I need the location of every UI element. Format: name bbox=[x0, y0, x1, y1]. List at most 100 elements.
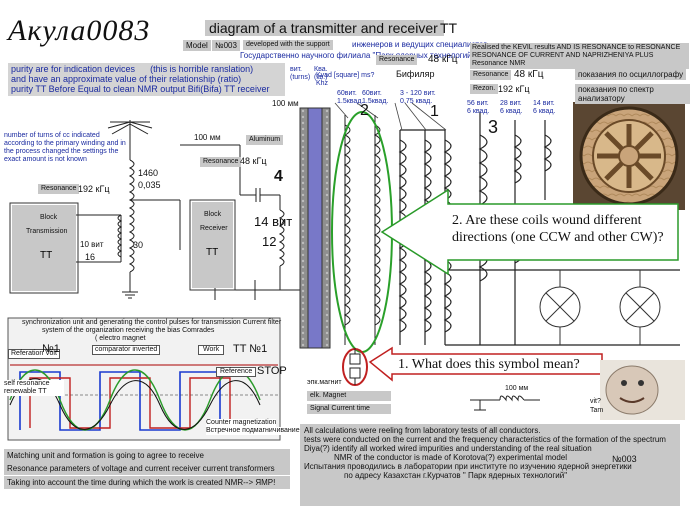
br-line4: NMR of the conductor is made of Korotova… bbox=[334, 453, 567, 462]
turns-sub1: 60вит. 1.5квад. bbox=[337, 90, 364, 105]
callout-question-1: 1. What does this symbol mean? bbox=[398, 357, 580, 372]
note3-nmr: NMR--> bbox=[224, 478, 254, 487]
receiver-label: Receiver bbox=[200, 225, 228, 232]
ref-volt-label: Referation Volt bbox=[8, 349, 60, 359]
pointer-lines bbox=[334, 102, 447, 131]
coil-b-label: 28 вит. 6 квад. bbox=[500, 100, 523, 115]
bifilar-label: Бифиляр bbox=[396, 69, 435, 79]
model-number-bottom: №003 bbox=[612, 454, 637, 464]
reference-label: Reference bbox=[216, 367, 257, 377]
sync-line3: ( electro magnet bbox=[95, 335, 146, 342]
logo-text: Акула0083 bbox=[8, 14, 151, 47]
title-suffix: TT bbox=[440, 20, 458, 36]
callout-arrow-2 bbox=[380, 188, 679, 276]
engineers-text: инженеров и ведущих специалистов bbox=[352, 40, 488, 49]
intro-line1b: (this is horrible ranslation) bbox=[150, 64, 254, 74]
mm100-left: 100 мм bbox=[194, 133, 221, 142]
n1-label: №1 bbox=[42, 343, 60, 355]
bottom-left-note-1: Matching unit and formation is going to … bbox=[4, 449, 290, 462]
developed-text: developed with the support bbox=[243, 40, 333, 50]
sync-line1b-text: Current filter bbox=[242, 319, 282, 326]
transmission-label: Transmission bbox=[26, 228, 68, 235]
block-rx-label: Block bbox=[204, 211, 222, 218]
capacitor-icon bbox=[180, 144, 281, 210]
bottom-right-notes: All calculations were reeling from labor… bbox=[300, 424, 680, 506]
coil-a-label: 56 вит. 6 квад. bbox=[467, 100, 490, 115]
lamp-icons bbox=[539, 270, 661, 345]
title-text: diagram of a transmitter and receiver bbox=[209, 20, 438, 36]
coil-stack-2 bbox=[343, 115, 381, 345]
intro-line2: and have an approximate value of their r… bbox=[11, 74, 242, 84]
right-res-label: Resonance bbox=[470, 70, 512, 80]
right-res-value: 48 кГц bbox=[514, 69, 544, 80]
intro-block: purity are for indication devices (this … bbox=[8, 63, 285, 96]
sync-line2: system of the organization receiving the… bbox=[42, 327, 215, 334]
rezon-value: 192 кГц bbox=[498, 84, 530, 94]
spectrum-text: показания по спектр анализатору bbox=[575, 84, 690, 104]
n1460-label: 1460 bbox=[138, 168, 159, 178]
n4-label: 4 bbox=[274, 168, 283, 185]
branch-text: Государственно научного филиала "Парк яд… bbox=[240, 51, 475, 60]
osc-text: показания по осциллографу bbox=[575, 69, 687, 80]
turns-col1: вит. (turns) bbox=[290, 66, 311, 81]
tt-n1-label: TT №1 bbox=[233, 343, 268, 355]
mystery-symbol-icon bbox=[349, 348, 361, 385]
callout-question-2: 2. Are these coils wound different direc… bbox=[452, 213, 664, 245]
n16-label: 16 bbox=[85, 252, 96, 262]
block-tx-label: Block bbox=[40, 214, 58, 221]
emblem-icon bbox=[573, 102, 685, 210]
counter-mag-label: Counter magnetization bbox=[206, 419, 277, 427]
aluminum-label: Aluminum bbox=[246, 135, 284, 145]
stop-label: STOP bbox=[257, 365, 287, 377]
ground-icon bbox=[122, 285, 138, 299]
small-coil bbox=[470, 395, 540, 411]
turns10-label: 10 вит bbox=[80, 240, 104, 249]
tt-rx-label: TT bbox=[206, 247, 219, 258]
vit-label: vit? bbox=[590, 398, 601, 405]
intro-line3: purity TT Before Equal to clean NMR outp… bbox=[11, 84, 270, 94]
br-line2: tests were conducted on the current and … bbox=[304, 435, 666, 444]
comparator-label: comparator inverted bbox=[92, 345, 161, 355]
turns-note: number of turns of cc indicated accordin… bbox=[4, 132, 126, 163]
mm100-small-label: 100 мм bbox=[505, 385, 529, 392]
elk-magnet-label: elk. Magnet bbox=[307, 391, 391, 401]
mid-res-value: 48 кГц bbox=[240, 156, 267, 166]
left-res-label: Resonance bbox=[38, 184, 80, 194]
br-line1: All calculations were reeling from labor… bbox=[304, 426, 541, 435]
turns-sub3: 3 - 120 вит. 0.75 квад. bbox=[400, 90, 436, 105]
note3-text: Taking into account the time during whic… bbox=[7, 478, 223, 487]
turns-sub2: 60вит. 1.5квад. bbox=[362, 90, 389, 105]
page-title: diagram of a transmitter and receiver bbox=[205, 20, 444, 36]
tt-tx-label: TT bbox=[40, 250, 53, 261]
turns-resonance-label: Resonance bbox=[376, 55, 418, 65]
kevil-text: Realised the KEVIL results AND IS RESONA… bbox=[470, 43, 689, 69]
self-res-label: self resonance renewable TT bbox=[4, 380, 64, 396]
coil-number-3: 3 bbox=[488, 117, 499, 137]
n0035-label: 0,035 bbox=[138, 180, 161, 190]
epk-magnet-label: эпк.магнит bbox=[307, 379, 342, 386]
antenna-icon bbox=[107, 120, 153, 148]
turns-resonance-value: 48 кГц bbox=[428, 54, 458, 65]
model-label: Model bbox=[183, 40, 211, 51]
vstrech-label: Встречное подмагничивание bbox=[206, 427, 300, 435]
mm100-top: 100 мм bbox=[272, 99, 299, 108]
bottom-left-note-3: Taking into account the time during whic… bbox=[4, 476, 290, 489]
receiver-block: Block Receiver TT bbox=[192, 202, 233, 288]
coil-c-label: 14 вит. 6 квад. bbox=[533, 100, 556, 115]
n30-label: 30 bbox=[133, 240, 144, 250]
receiver-block-outline bbox=[189, 199, 236, 291]
note3-yamr: ЯМР! bbox=[255, 478, 276, 487]
turns-col2: Ква.(кв.) bbox=[314, 66, 328, 81]
rezon-label: Rezon. bbox=[470, 84, 499, 94]
coil-number-2: 2 bbox=[360, 102, 369, 119]
coil-number-1: 1 bbox=[430, 103, 439, 120]
model-value: №003 bbox=[212, 40, 240, 51]
br-line5: Испытания проводились в лаборатории при … bbox=[304, 462, 632, 471]
mid-res-label: Resonance bbox=[200, 157, 242, 167]
sync-line1-text: synchronization unit and generating the … bbox=[22, 319, 241, 326]
work-label: Work bbox=[198, 345, 225, 355]
intro-line1: purity are for indication devices bbox=[11, 64, 136, 74]
transmission-block-outline bbox=[9, 202, 79, 294]
signal-current-label: Signal Current time bbox=[307, 404, 391, 414]
